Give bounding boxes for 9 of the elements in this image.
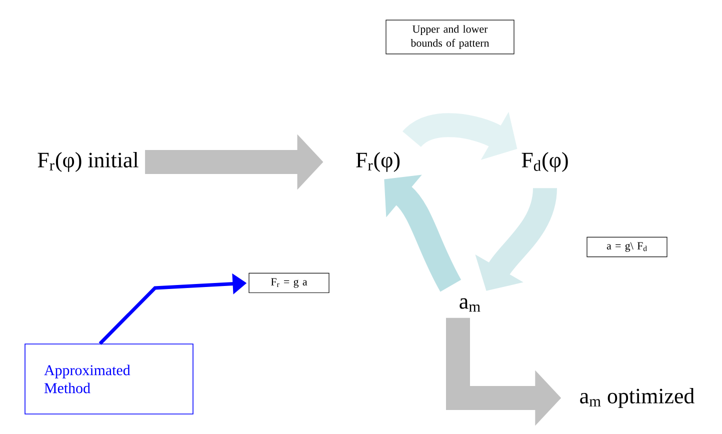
formula-text: F$_{r}$(φ) initial	[38, 152, 138, 172]
note-box: Upper and lower bounds of pattern	[386, 20, 514, 54]
formula-text: F$_{d}$(φ)	[522, 152, 568, 172]
note-box: a = g\ F$_{d}$	[586, 236, 668, 258]
formula-text: F$_{r}$(φ)	[356, 152, 400, 172]
note-box: F$_{r}$ = g a	[248, 272, 330, 294]
formula-text: a$_{m}$	[460, 298, 480, 312]
formula-text: a$_{m}$ optimized	[580, 388, 694, 408]
method-box: Approximated Method	[24, 344, 194, 414]
